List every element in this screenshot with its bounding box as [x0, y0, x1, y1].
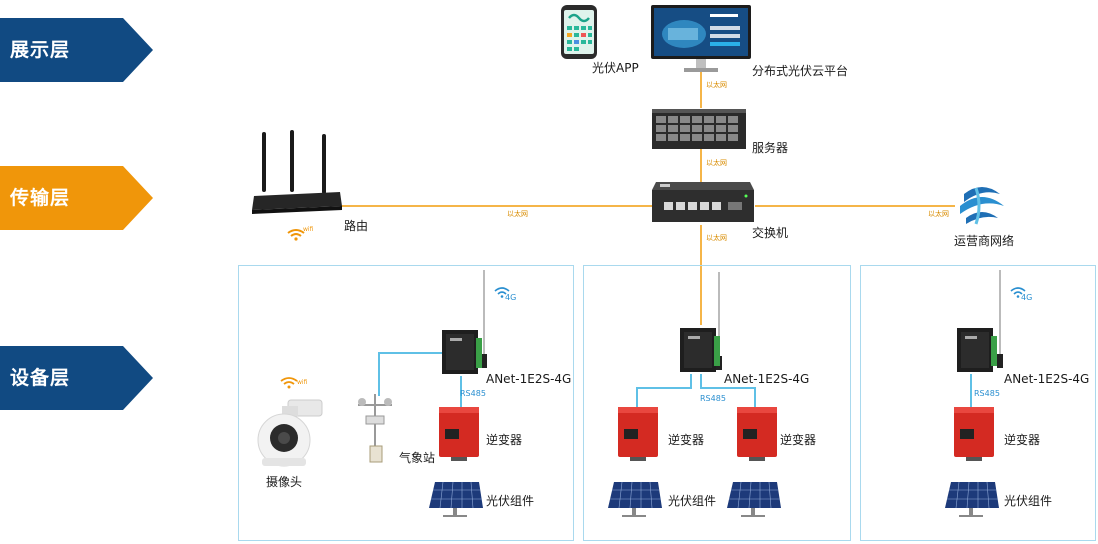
panel1-inverter-label: 逆变器 — [486, 433, 523, 447]
site-panel-3 — [860, 265, 1096, 541]
camera-icon — [254, 396, 326, 476]
panel3-antenna-icon — [996, 270, 1004, 374]
panel3-gateway-icon — [955, 326, 999, 378]
device-layer-text: 设备层 — [10, 367, 71, 389]
device-layer-label: 设备层 — [0, 346, 153, 410]
panel2-inverter2-label: 逆变器 — [780, 433, 817, 447]
camera-wifi-text: wifi — [297, 379, 308, 386]
eth-label-3: 以太网 — [507, 210, 528, 218]
panel2-gateway-label: ANet-1E2S-4G — [724, 372, 810, 386]
eth-label-1: 以太网 — [706, 81, 727, 89]
monitor-icon — [650, 4, 752, 78]
carrier-logo-icon — [956, 180, 1008, 234]
eth-line-router-switch — [340, 205, 654, 207]
eth-line-switch-gateway — [700, 225, 702, 325]
panel2-gateway-icon — [678, 326, 722, 378]
server-icon — [651, 107, 747, 155]
panel1-antenna-icon — [480, 270, 488, 374]
app-label: 光伏APP — [592, 61, 639, 75]
panel3-inverter-label: 逆变器 — [1004, 433, 1041, 447]
router-icon — [250, 130, 342, 222]
panel3-4g-text: 4G — [1021, 293, 1033, 302]
eth-label-5: 以太网 — [706, 234, 727, 242]
panel1-rs485-line — [460, 376, 462, 408]
site-panel-2 — [583, 265, 851, 541]
panel2-pv-label: 光伏组件 — [668, 494, 717, 508]
server-label: 服务器 — [752, 141, 789, 155]
switch-label: 交换机 — [752, 226, 789, 240]
router-wifi-icon — [286, 226, 306, 245]
panel1-pv-icon — [427, 480, 485, 524]
panel2-rs485-stem-left — [690, 374, 692, 388]
panel2-rs485-h-right — [700, 387, 756, 389]
eth-line-server-switch — [700, 148, 702, 182]
router-label: 路由 — [344, 219, 369, 233]
cloud-label: 分布式光伏云平台 — [752, 64, 849, 78]
camera-label: 摄像头 — [266, 475, 303, 489]
phone-icon — [560, 4, 598, 64]
panel3-inverter-icon — [952, 405, 996, 465]
panel1-gateway-icon — [440, 328, 484, 380]
eth-label-4: 以太网 — [928, 210, 949, 218]
panel2-rs485-label: RS485 — [700, 394, 726, 403]
panel1-rs485-label: RS485 — [460, 389, 486, 398]
site-panel-1 — [238, 265, 574, 541]
panel3-rs485-line — [970, 374, 972, 408]
panel1-gateway-label: ANet-1E2S-4G — [486, 372, 572, 386]
eth-line-monitor-server — [700, 70, 702, 108]
panel1-4g-signal-icon — [494, 283, 510, 302]
panel2-inverter-label: 逆变器 — [668, 433, 705, 447]
carrier-label: 运营商网络 — [954, 234, 1015, 248]
weather-station-icon — [352, 390, 398, 472]
panel1-pv-label: 光伏组件 — [486, 494, 535, 508]
eth-line-switch-carrier — [755, 205, 955, 207]
transport-layer-text: 传输层 — [10, 187, 71, 209]
transport-layer-label: 传输层 — [0, 166, 153, 230]
camera-wifi-icon — [280, 374, 298, 393]
router-wifi-text: wifi — [303, 226, 314, 233]
panel2-rs485-v-right — [754, 387, 756, 407]
panel3-gateway-label: ANet-1E2S-4G — [1004, 372, 1090, 386]
panel2-pv2-icon — [725, 480, 783, 524]
eth-label-2: 以太网 — [706, 159, 727, 167]
display-layer-text: 展示层 — [10, 39, 71, 61]
panel1-weather-link-v — [378, 352, 380, 396]
panel3-pv-label: 光伏组件 — [1004, 494, 1053, 508]
panel2-inverter2-icon — [735, 405, 779, 465]
panel1-inverter-icon — [437, 405, 481, 465]
panel3-4g-signal-icon — [1010, 283, 1026, 302]
panel3-pv-icon — [943, 480, 1001, 524]
switch-icon — [650, 180, 756, 230]
weather-station-label: 气象站 — [399, 451, 436, 465]
panel3-rs485-label: RS485 — [974, 389, 1000, 398]
panel2-rs485-stem-right — [700, 374, 702, 388]
panel2-pv-icon — [606, 480, 664, 524]
panel1-4g-text: 4G — [505, 293, 517, 302]
panel2-inverter-icon — [616, 405, 660, 465]
panel2-rs485-v-left — [636, 387, 638, 407]
panel1-weather-link-h — [378, 352, 442, 354]
display-layer-label: 展示层 — [0, 18, 153, 82]
panel2-rs485-h-left — [636, 387, 692, 389]
